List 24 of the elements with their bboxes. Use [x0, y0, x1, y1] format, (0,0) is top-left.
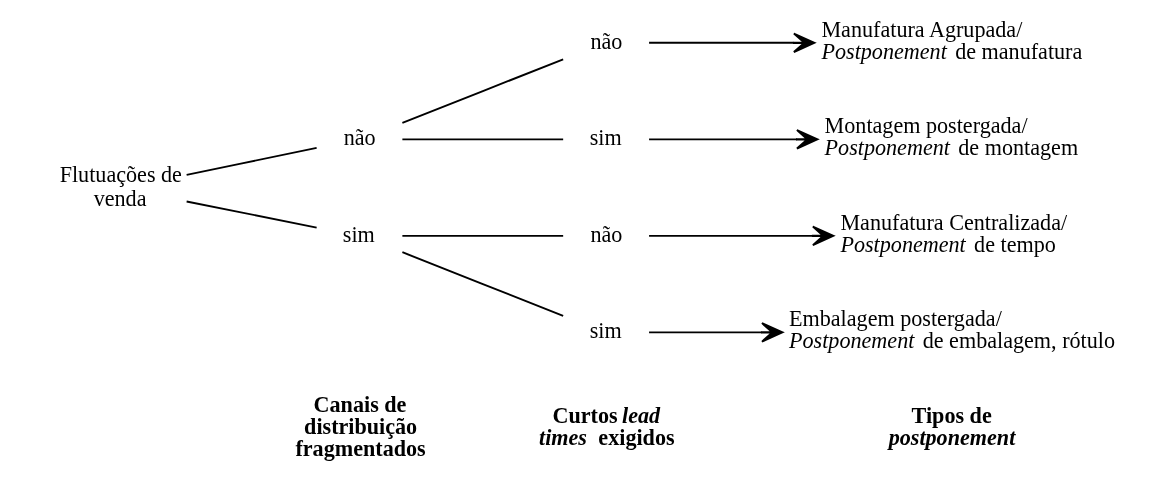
node-text: Embalagem postergada/ Postponement de embalagem, rótulo: [789, 306, 1116, 354]
node-text: Manufatura Centralizada/ Postponement de tempo: [840, 209, 1068, 257]
node-text: sim: [589, 125, 622, 151]
node-text: Manufatura Agrupada/ Postponement de manufatura: [821, 16, 1083, 64]
label: Canais de distribuição fragmentados: [295, 391, 426, 462]
arrow: [648, 32, 816, 53]
node-text: não: [590, 221, 623, 247]
arrow: [648, 322, 784, 343]
connector: [401, 234, 565, 237]
node-text: Montagem postergada/ Postponement de montagem: [824, 113, 1079, 161]
node-text: Flutuações de venda: [59, 162, 182, 212]
connector: [401, 138, 565, 141]
arrow: [648, 129, 819, 150]
connector: [401, 251, 565, 317]
connector: [401, 58, 565, 124]
arrow: [648, 225, 835, 247]
label: Curtos lead times exigidos: [539, 402, 675, 450]
node-text: não: [343, 125, 376, 151]
connector: [185, 200, 318, 229]
node-text: sim: [342, 221, 375, 247]
node-text: não: [590, 28, 623, 54]
label: Tipos de postponement: [888, 402, 1016, 450]
node-text: sim: [589, 318, 622, 344]
connector: [185, 146, 318, 176]
